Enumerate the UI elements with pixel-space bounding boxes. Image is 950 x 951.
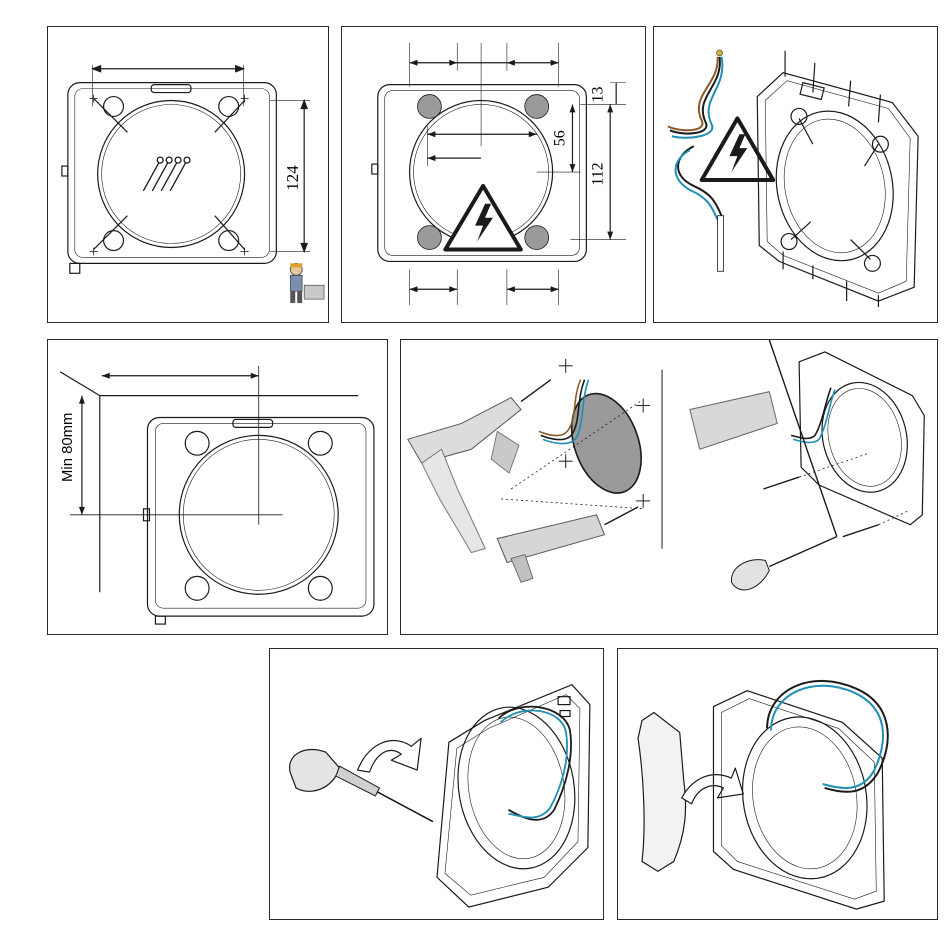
panel-7-drawing (618, 649, 937, 919)
dimension-124-label: 124 (283, 165, 302, 191)
panel-1-drawing: 124 (48, 27, 328, 322)
dimension-112-label: 112 (589, 162, 606, 185)
screwdriver-icon (731, 340, 836, 590)
panel-7-cover-attach (617, 648, 938, 920)
panel-6-drawing (270, 649, 603, 919)
panel-2-dimensions-warning: 13 56 112 (341, 26, 646, 323)
sealant-gun-icon (497, 507, 638, 582)
panel-4-clearance: Min 80mm (47, 339, 388, 635)
rotate-arrow-icon (358, 738, 422, 772)
rotate-arrow-icon (682, 768, 744, 804)
panel-5-drill-install (400, 339, 938, 635)
min-80mm-label: Min 80mm (60, 413, 76, 482)
panel-4-drawing: Min 80mm (48, 340, 387, 634)
drill-icon (408, 380, 551, 553)
panel-5-drawing (401, 340, 937, 634)
warning-triangle-icon (445, 186, 520, 250)
worker-icon (290, 263, 324, 303)
screws-icon (143, 157, 190, 191)
panel-1-mounting-screws: 124 (47, 26, 329, 323)
dimension-13-label: 13 (589, 87, 606, 103)
panel-2-drawing: 13 56 112 (342, 27, 645, 322)
dimension-56-label: 56 (552, 130, 569, 146)
panel-6-rotate-screwdriver (269, 648, 604, 920)
housing-outline (147, 417, 373, 616)
panel-3-wiring-warning (653, 26, 938, 323)
panel-3-drawing (654, 27, 937, 322)
